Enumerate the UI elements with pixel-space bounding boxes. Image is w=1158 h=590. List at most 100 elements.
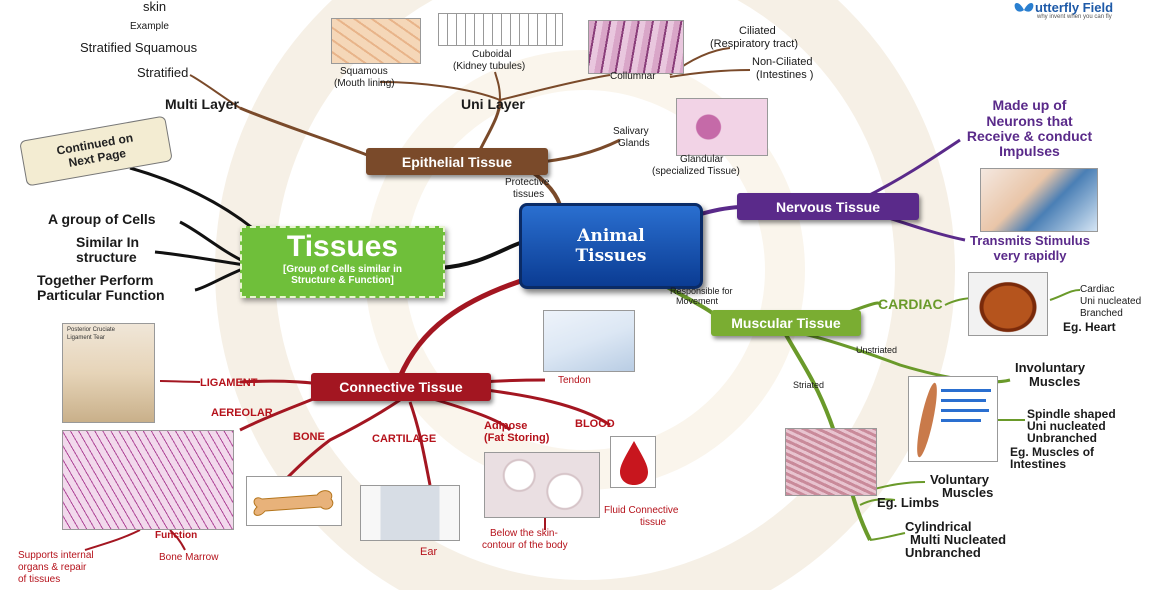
- glandular-image: [676, 98, 768, 156]
- multi-nucleated-label: Multi Nucleated: [910, 532, 1007, 547]
- tissues-title: Tissues: [286, 230, 399, 263]
- smooth-muscle-image: [908, 376, 998, 462]
- link-aer-marrow: [169, 529, 186, 551]
- voluntary-line2: Muscles: [942, 485, 994, 500]
- unbranched-label: Unbranched: [1027, 431, 1098, 445]
- uni-layer: Uni Layer: [461, 96, 525, 112]
- cardiac-fact3: Branched: [1080, 308, 1123, 319]
- epi-tissues-word: tissues: [513, 189, 545, 200]
- function-label: Function: [155, 530, 198, 541]
- ciliated-note: (Respiratory tract): [710, 38, 799, 50]
- def-line3: structure: [76, 249, 137, 265]
- multi-layer: Multi Layer: [165, 96, 239, 112]
- glands-label: Glands: [618, 138, 650, 149]
- tissues-node: Tissues [Group of Cells similar in Struc…: [240, 226, 445, 298]
- voluntary-line1: Voluntary: [930, 472, 989, 487]
- ligament-label: LIGAMENT: [200, 377, 258, 389]
- link-str-cyl: [869, 532, 906, 541]
- blood-drop-icon: [620, 441, 648, 485]
- nervous-node: Nervous Tissue: [737, 193, 919, 220]
- link-tissues-scroll: [129, 166, 256, 232]
- responsible-line1: Responsible for: [670, 286, 733, 296]
- def-line2: Similar In: [76, 234, 140, 250]
- ligament-img-line1: Posterior Cruciate: [67, 327, 116, 333]
- logo-name: utterfly Field: [1035, 0, 1114, 15]
- striated-image: [785, 428, 877, 496]
- squamous-label: Squamous: [340, 66, 388, 77]
- logo-tagline: why invent when you can fly: [1037, 14, 1112, 20]
- example-label: Example: [130, 21, 169, 32]
- involuntary-line2: Muscles: [1029, 374, 1081, 389]
- non-ciliated-note: (Intestines ): [756, 69, 814, 81]
- link-center-nervous: [696, 205, 741, 217]
- blood-label: BLOOD: [575, 418, 615, 430]
- glandular-label: Glandular: [680, 154, 724, 165]
- nervous-transmits-line2: very rapidly: [993, 248, 1067, 263]
- link-mus-striated: [783, 332, 872, 541]
- uni-nucleated-label: Uni nucleated: [1027, 419, 1106, 433]
- stratified-squamous: Stratified Squamous: [80, 40, 198, 55]
- stratified: Stratified: [137, 65, 189, 80]
- ear-label: Ear: [420, 546, 438, 558]
- link-tissues-def1: [179, 220, 246, 264]
- unstriated-label: Unstriated: [856, 345, 898, 355]
- eg-intestines-line2: Intestines: [1010, 457, 1067, 471]
- cartilage-label: CARTILAGE: [372, 433, 437, 445]
- nervous-made-line4: Impulses: [999, 143, 1060, 159]
- bone-marrow-label: Bone Marrow: [159, 552, 219, 563]
- link-epi-uni: [478, 99, 502, 151]
- center-line1: Animal: [577, 226, 645, 246]
- blood-image: [610, 436, 656, 488]
- animal-tissues-node: Animal Tissues: [519, 203, 703, 289]
- eg-limbs: Eg. Limbs: [877, 495, 940, 510]
- link-center-tissues: [439, 241, 521, 270]
- link-col-nonciliated: [669, 69, 751, 78]
- eg-heart: Eg. Heart: [1063, 320, 1116, 334]
- neuron-image: [980, 168, 1098, 232]
- epi-protective: Protective: [505, 177, 550, 188]
- link-cardiac-facts: [1049, 289, 1081, 301]
- cuboidal-note: (Kidney tubules): [453, 61, 526, 72]
- bone-graphic: [253, 490, 334, 516]
- link-uni-squamous: [379, 81, 501, 101]
- striated-label: Striated: [793, 380, 825, 390]
- def-line4: Together Perform: [37, 272, 154, 288]
- epithelial-node: Epithelial Tissue: [366, 148, 548, 175]
- cardiac-fact2: Uni nucleated: [1080, 296, 1142, 307]
- tissues-subtitle-line2: Structure & Function]: [291, 275, 394, 286]
- squamous-image: [331, 18, 421, 64]
- supports-line2: organs & repair: [18, 562, 87, 573]
- squamous-note: (Mouth lining): [334, 78, 395, 89]
- connective-node: Connective Tissue: [311, 373, 491, 401]
- link-center-connective: [397, 275, 531, 378]
- muscular-node: Muscular Tissue: [711, 310, 861, 336]
- ligament-image: Posterior Cruciate Ligament Tear: [62, 323, 155, 423]
- cuboidal-image: [438, 13, 563, 46]
- skin-label: skin: [143, 0, 167, 14]
- nervous-transmits-line1: Transmits Stimulus: [970, 233, 1090, 248]
- center-line2: Tissues: [575, 246, 647, 266]
- nervous-made-line2: Neurons that: [986, 113, 1073, 129]
- link-tissues-def3: [194, 266, 246, 292]
- heart-image: [968, 272, 1048, 336]
- nervous-made-line3: Receive & conduct: [966, 128, 1093, 144]
- eg-intestines-line1: Eg. Muscles of: [1010, 445, 1095, 459]
- def-line1: A group of Cells: [48, 211, 156, 227]
- bone-image: [246, 476, 342, 526]
- tendon-label: Tendon: [558, 375, 591, 386]
- link-con-bone: [283, 398, 401, 482]
- columnar-image: [588, 20, 684, 74]
- adipose-image: [484, 452, 600, 518]
- link-uni-columnar: [499, 74, 611, 101]
- link-tissues-def2: [154, 250, 246, 267]
- supports-line3: of tissues: [18, 574, 61, 585]
- bone-label: BONE: [293, 431, 325, 443]
- unbranched2-label: Unbranched: [905, 545, 981, 560]
- adipose-note: (Fat Storing): [484, 432, 550, 444]
- supports-line1: Supports internal: [18, 550, 94, 561]
- link-ligament-img: [159, 380, 201, 383]
- adipose-label: Adipose: [484, 420, 528, 432]
- def-line5: Particular Function: [37, 287, 165, 303]
- ligament-img-line2: Ligament Tear: [67, 335, 105, 341]
- cardiac-fact1: Cardiac: [1080, 284, 1115, 295]
